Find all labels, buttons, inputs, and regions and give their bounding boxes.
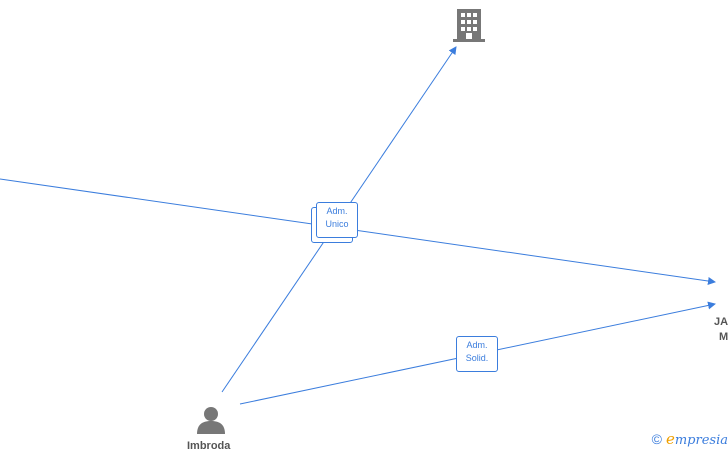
building-icon[interactable] [453, 9, 485, 42]
edge-label-adm-solid[interactable]: Adm. Solid. [456, 336, 498, 372]
edge-label-line-1: Adm. [326, 206, 348, 216]
company-name-label-line-1[interactable]: JA [714, 316, 728, 328]
person-name-label[interactable]: Imbroda [187, 440, 231, 452]
copyright-footer: © empresia [652, 430, 728, 448]
edge-label-line-2: Unico [325, 219, 349, 229]
copyright-icon: © [651, 431, 662, 447]
person-icon[interactable] [197, 407, 225, 434]
edge-label-line-1: Adm. [466, 340, 488, 350]
edge-label-adm-unico[interactable]: Adm. Unico [316, 202, 358, 238]
company-name-label-line-2[interactable]: M [719, 331, 728, 343]
edge-label-line-2: Solid. [465, 353, 489, 363]
brand-logo: empresia [665, 430, 728, 448]
